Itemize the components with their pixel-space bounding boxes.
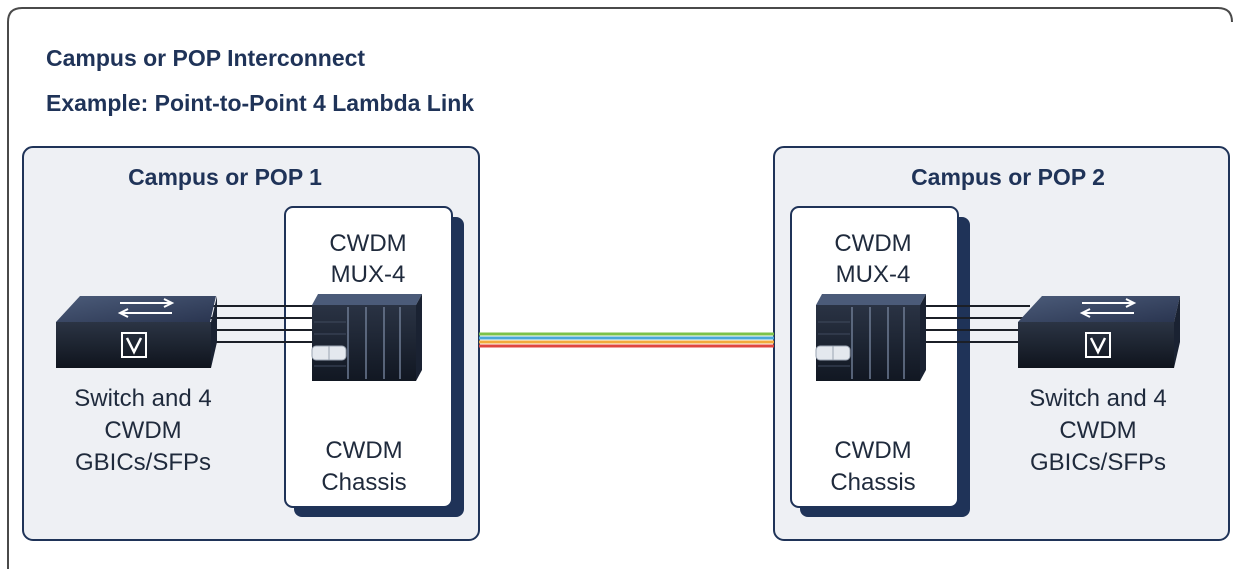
outer-frame — [7, 7, 1233, 569]
fiber-patch-right — [916, 305, 1030, 343]
site-right-title: Campus or POP 2 — [911, 164, 1105, 190]
switch-right-logo — [1085, 332, 1111, 358]
chassis-right-label-1: CWDM — [834, 437, 911, 464]
switch-left-label-1: Switch and 4 — [74, 385, 211, 412]
chassis-left-label-2: Chassis — [321, 469, 406, 496]
switch-left — [56, 296, 217, 368]
diagram-title: Campus or POP Interconnect — [46, 45, 365, 71]
switch-left-label-3: GBICs/SFPs — [75, 449, 211, 476]
switch-left-label-2: CWDM — [104, 417, 181, 444]
diagram-subtitle: Example: Point-to-Point 4 Lambda Link — [46, 90, 474, 116]
switch-left-logo — [121, 332, 147, 358]
site-left: Campus or POP 1 CWDM MUX-4 CWDM Chassis — [22, 146, 480, 541]
chassis-left-label-1: CWDM — [325, 437, 402, 464]
lambda-link — [479, 332, 774, 348]
mux-left-label-1: CWDM — [329, 230, 406, 257]
site-left-title: Campus or POP 1 — [128, 164, 322, 190]
switch-right-label-3: GBICs/SFPs — [1030, 449, 1166, 476]
switch-right-label-1: Switch and 4 — [1029, 385, 1166, 412]
switch-right — [1018, 296, 1180, 368]
mux-right-label-1: CWDM — [834, 230, 911, 257]
mux-right — [815, 294, 926, 381]
site-right: Campus or POP 2 CWDM MUX-4 CWDM Chassis — [773, 146, 1230, 541]
mux-left — [311, 294, 422, 381]
fiber-patch-left — [210, 305, 318, 343]
mux-left-label-2: MUX-4 — [331, 261, 406, 288]
mux-right-label-2: MUX-4 — [836, 261, 911, 288]
switch-right-label-2: CWDM — [1059, 417, 1136, 444]
chassis-right-label-2: Chassis — [830, 469, 915, 496]
